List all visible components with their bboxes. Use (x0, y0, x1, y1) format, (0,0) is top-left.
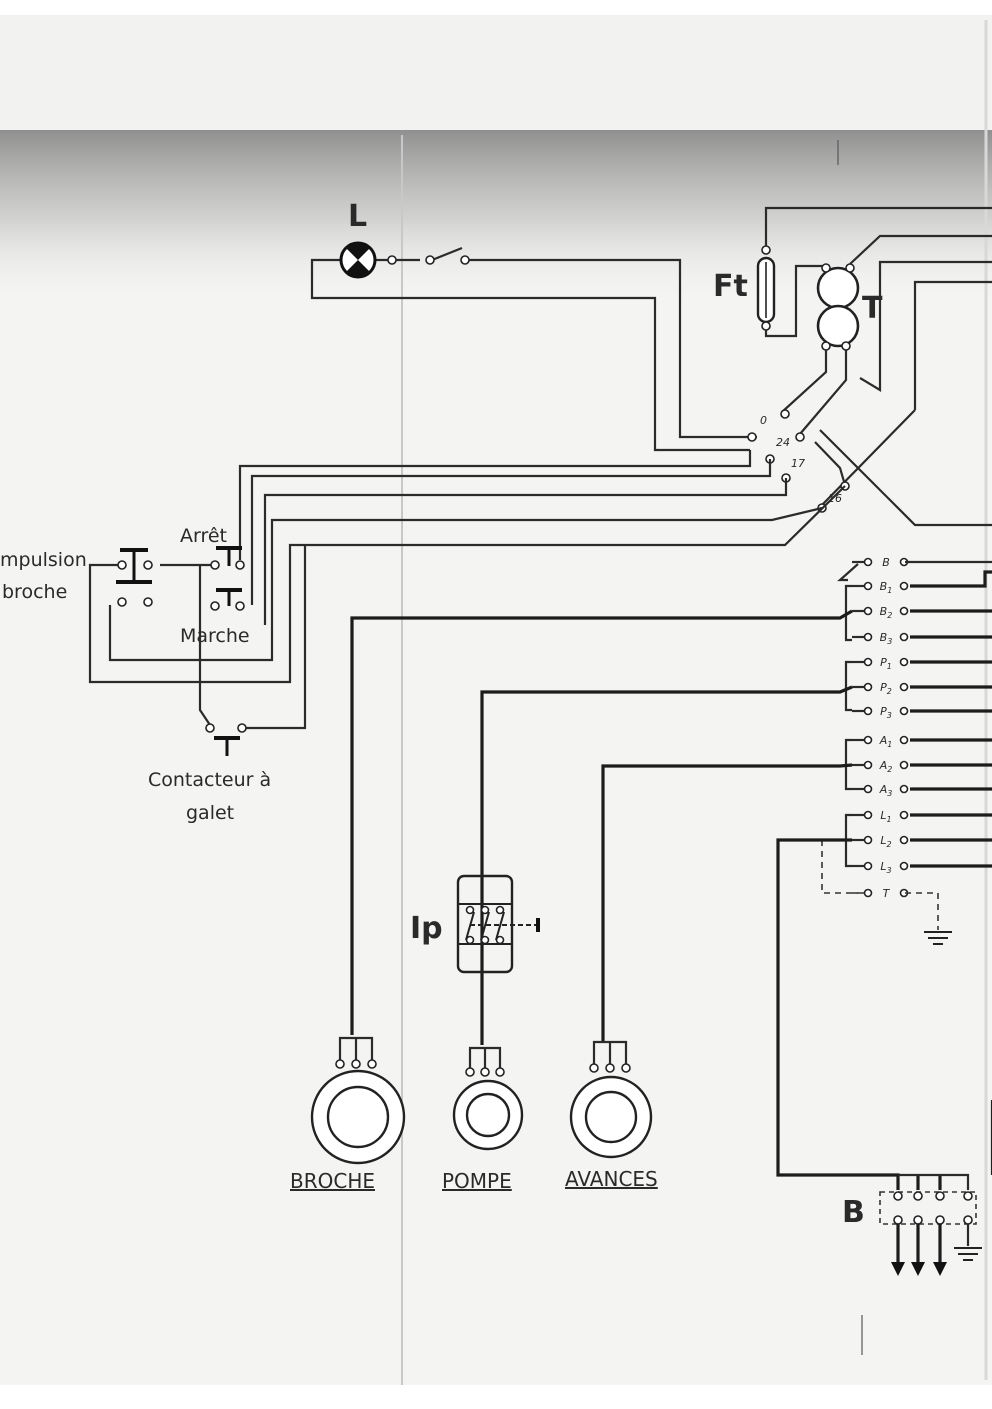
terminal-label: L2 (880, 834, 891, 849)
pompe-motor-label: POMPE (442, 1169, 512, 1193)
terminal-row-l2: L2 (852, 834, 909, 849)
socket-icon (879, 1191, 982, 1276)
terminal-label: L1 (880, 809, 891, 824)
transformer-label: T (862, 291, 883, 326)
terminal-row-p1: P1 (852, 656, 909, 671)
terminal-row-b1: B1 (852, 580, 909, 595)
back-sheet (0, 15, 992, 130)
lamp-circuit (310, 246, 757, 452)
terminal-label: B (882, 556, 890, 569)
pompe-motor-icon (452, 1046, 524, 1151)
transformer-wiring (764, 206, 992, 527)
terminal-label: P2 (880, 681, 892, 696)
terminal-label: L3 (880, 860, 891, 875)
terminal-row-a2: A2 (852, 759, 909, 774)
earth-wiring (821, 840, 952, 945)
lamp-label: L (348, 199, 367, 234)
fuse-label: Ft (713, 269, 748, 304)
transformer-icon (816, 263, 860, 351)
control-wires (88, 450, 846, 730)
lamp-icon (339, 241, 377, 279)
marche-button (210, 588, 245, 611)
terminal-row-l1: L1 (852, 809, 909, 824)
transformer-taps (747, 409, 850, 513)
impulsion-label-line2: broche (2, 581, 67, 603)
marche-label: Marche (180, 625, 250, 647)
roller-switch (205, 723, 247, 756)
tap-label-24: 24 (776, 436, 790, 449)
broche-motor-icon (310, 1036, 406, 1165)
terminal-label: P3 (880, 705, 892, 720)
socket-label: B (842, 1195, 865, 1230)
arret-button (210, 546, 245, 570)
terminal-row-p3: P3 (852, 705, 909, 720)
terminal-row-l3: L3 (852, 860, 909, 875)
arret-label: Arrêt (180, 525, 227, 547)
socket-wiring (776, 838, 992, 1190)
tap-label-16: 16 (828, 492, 842, 505)
fuse-icon (756, 245, 776, 331)
outgoing-lines (905, 560, 992, 868)
roller-switch-label-line1: Contacteur à (148, 769, 271, 791)
tap-label-17: 17 (791, 457, 805, 470)
pump-switch-label: Ip (410, 911, 443, 946)
terminal-label: T (883, 887, 891, 900)
broche-motor-label: BROCHE (290, 1169, 375, 1193)
terminal-row-p2: P2 (852, 681, 909, 696)
avances-motor-label: AVANCES (565, 1167, 658, 1191)
tap-label-0: 0 (760, 414, 767, 427)
impulsion-label-line1: mpulsion (0, 549, 87, 571)
pump-switch (456, 874, 540, 974)
impulsion-button (116, 548, 153, 607)
motor-feeds (350, 609, 853, 1045)
avances-motor-icon (569, 1040, 653, 1159)
roller-switch-label-line2: galet (186, 802, 234, 824)
terminal-label: P1 (880, 656, 892, 671)
